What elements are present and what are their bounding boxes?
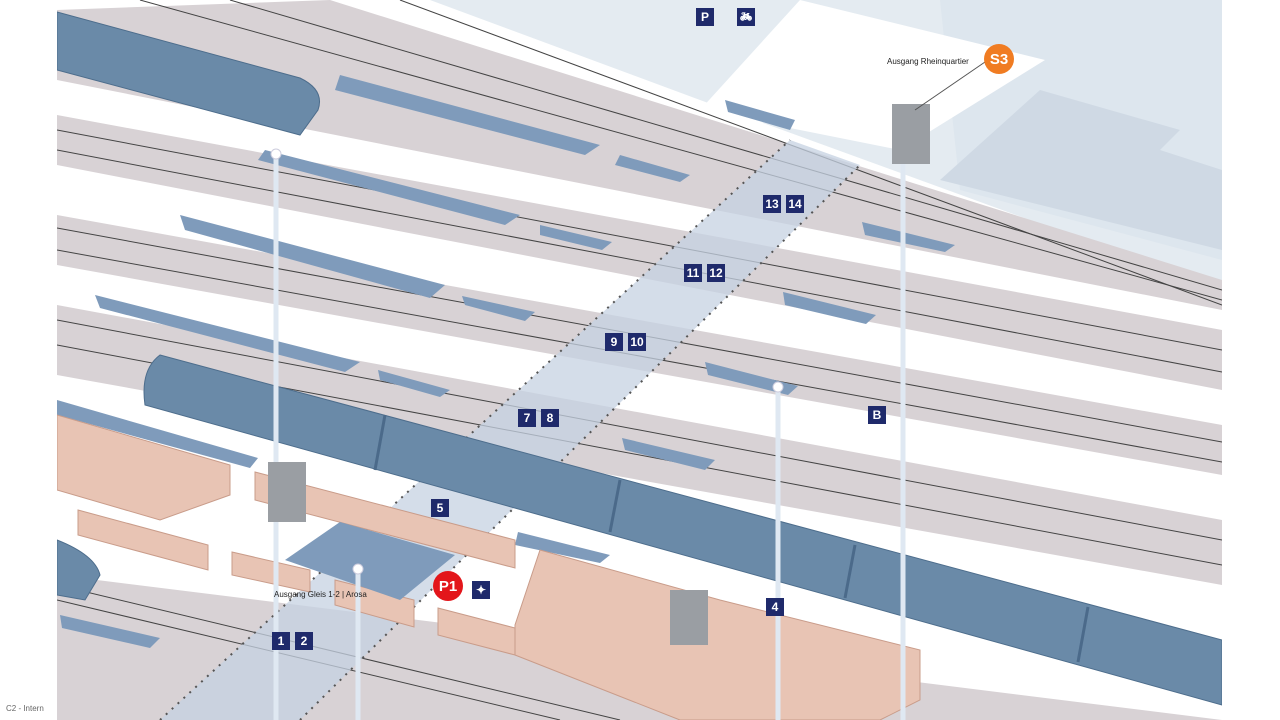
exit-label-gleis-1-2: Ausgang Gleis 1-2 | Arosa	[274, 590, 367, 599]
meeting-point-icon: ✦	[472, 581, 490, 599]
bus-badge: B	[868, 406, 886, 424]
buildings	[57, 414, 921, 720]
platform-badge-11[interactable]: 11	[684, 264, 702, 282]
platform-badge-10[interactable]: 10	[628, 333, 646, 351]
platform-badge-7[interactable]: 7	[518, 409, 536, 427]
platform-badge-4[interactable]: 4	[766, 598, 784, 616]
platform-badge-5[interactable]: 5	[431, 499, 449, 517]
platform-badge-2[interactable]: 2	[295, 632, 313, 650]
platform-badge-8[interactable]: 8	[541, 409, 559, 427]
parking-icon: P	[696, 8, 714, 26]
forecourt	[285, 522, 455, 600]
platform-badge-9[interactable]: 9	[605, 333, 623, 351]
platform-badge-12[interactable]: 12	[707, 264, 725, 282]
s3-line-badge[interactable]: S3	[984, 44, 1014, 74]
platform-canopies	[57, 75, 955, 648]
exit-label-rheinquartier: Ausgang Rheinquartier	[887, 57, 969, 66]
lift-shafts	[273, 135, 906, 720]
classification-footer: C2 - Intern	[6, 704, 44, 713]
bike-parking-icon: 🚲︎	[737, 8, 755, 26]
p1-badge[interactable]: P1	[433, 571, 463, 601]
platform-badge-13[interactable]: 13	[763, 195, 781, 213]
platform-badge-1[interactable]: 1	[272, 632, 290, 650]
platform-badge-14[interactable]: 14	[786, 195, 804, 213]
elevators	[268, 104, 930, 645]
trains	[57, 11, 1222, 706]
